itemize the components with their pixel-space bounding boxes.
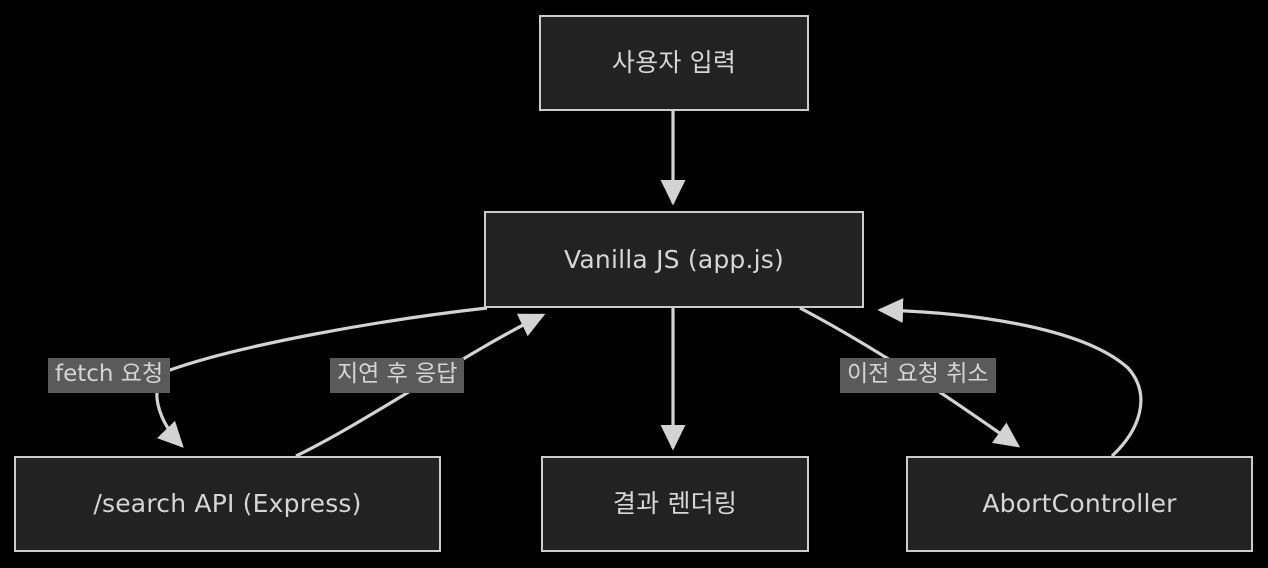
node-abort-controller[interactable]: AbortController bbox=[906, 456, 1253, 552]
node-user-input[interactable]: 사용자 입력 bbox=[539, 15, 809, 111]
node-user-input-label: 사용자 입력 bbox=[611, 48, 737, 78]
node-search-api-label: /search API (Express) bbox=[93, 489, 362, 519]
edge-label-fetch-request: fetch 요청 bbox=[48, 358, 171, 393]
node-vanilla-js[interactable]: Vanilla JS (app.js) bbox=[484, 211, 864, 308]
edge-vanilla-js-to-search-api bbox=[155, 306, 488, 448]
node-search-api[interactable]: /search API (Express) bbox=[14, 456, 441, 552]
node-vanilla-js-label: Vanilla JS (app.js) bbox=[564, 244, 784, 274]
edge-label-cancel-previous-request: 이전 요청 취소 bbox=[840, 358, 996, 393]
edge-abort-controller-to-vanilla-js bbox=[877, 298, 1143, 458]
node-abort-controller-label: AbortController bbox=[982, 489, 1177, 519]
node-render-result[interactable]: 결과 렌더링 bbox=[541, 456, 809, 552]
node-render-result-label: 결과 렌더링 bbox=[612, 489, 738, 519]
edge-label-delayed-reply: 지연 후 응답 bbox=[330, 358, 465, 393]
